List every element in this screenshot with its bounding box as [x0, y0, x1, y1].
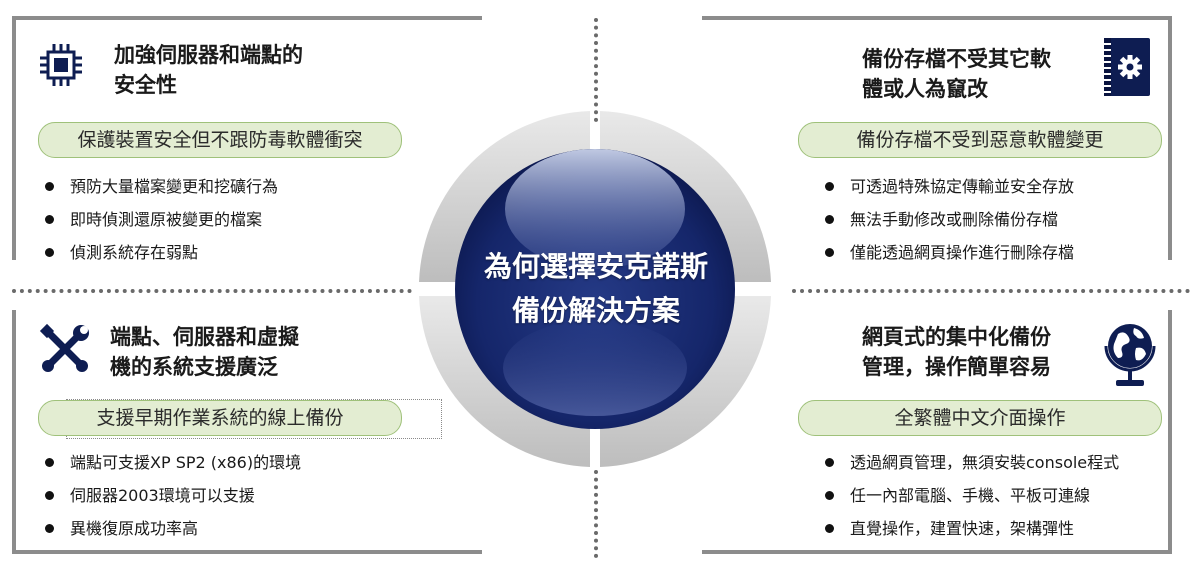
list-item: 即時偵測還原被變更的檔案: [40, 203, 278, 236]
center-title-line1: 為何選擇安克諾斯: [483, 250, 708, 283]
list-item: 異機復原成功率高: [40, 512, 301, 545]
list-item: 伺服器2003環境可以支援: [40, 479, 301, 512]
top-left-title-line1: 加強伺服器和端點的: [114, 43, 303, 67]
divider-top: [594, 18, 598, 122]
center-graphic: [419, 111, 771, 467]
bottom-right-pill: 全繁體中文介面操作: [798, 400, 1162, 436]
book-gear-icon: [1104, 38, 1150, 96]
frame-left-bottom: [12, 310, 16, 554]
center-title-line2: 備份解決方案: [511, 294, 680, 327]
wrench-screwdriver-icon: [39, 323, 89, 372]
bottom-right-title-line2: 管理，操作簡單容易: [862, 355, 1051, 379]
divider-right: [792, 289, 1190, 293]
frame-bottom-left: [12, 550, 482, 554]
globe-icon: [1104, 324, 1156, 386]
bottom-left-title-line1: 端點、伺服器和虛擬: [110, 325, 299, 349]
top-left-bullets: 預防大量檔案變更和挖礦行為 即時偵測還原被變更的檔案 偵測系統存在弱點: [40, 170, 278, 269]
frame-left-top: [12, 16, 16, 260]
frame-top-right: [702, 16, 1172, 20]
bottom-left-title-line2: 機的系統支援廣泛: [110, 355, 278, 379]
divider-left: [12, 289, 412, 293]
frame-right-top: [1168, 16, 1172, 260]
list-item: 偵測系統存在弱點: [40, 236, 278, 269]
bottom-left-pill: 支援早期作業系統的線上備份: [38, 400, 402, 436]
list-item: 無法手動修改或刪除備份存檔: [820, 203, 1074, 236]
divider-bottom: [594, 470, 598, 558]
frame-right-bottom: [1168, 310, 1172, 554]
frame-top-left: [12, 16, 482, 20]
bottom-left-title: 端點、伺服器和虛擬 機的系統支援廣泛: [110, 322, 299, 382]
top-right-pill: 備份存檔不受到惡意軟體變更: [798, 122, 1162, 158]
list-item: 可透過特殊協定傳輸並安全存放: [820, 170, 1074, 203]
bottom-right-bullets: 透過網頁管理，無須安裝console程式 任一內部電腦、手機、平板可連線 直覺操…: [820, 446, 1119, 545]
bottom-left-bullets: 端點可支援XP SP2 (x86)的環境 伺服器2003環境可以支援 異機復原成…: [40, 446, 301, 545]
top-right-bullets: 可透過特殊協定傳輸並安全存放 無法手動修改或刪除備份存檔 僅能透過網頁操作進行刪…: [820, 170, 1074, 269]
list-item: 任一內部電腦、手機、平板可連線: [820, 479, 1119, 512]
list-item: 透過網頁管理，無須安裝console程式: [820, 446, 1119, 479]
top-right-title: 備份存檔不受其它軟 體或人為竄改: [862, 44, 1051, 104]
top-left-title: 加強伺服器和端點的 安全性: [114, 40, 303, 100]
gloss-top: [505, 149, 685, 269]
list-item: 預防大量檔案變更和挖礦行為: [40, 170, 278, 203]
bottom-right-title: 網頁式的集中化備份 管理，操作簡單容易: [862, 322, 1051, 382]
list-item: 直覺操作，建置快速，架構彈性: [820, 512, 1119, 545]
top-right-title-line2: 體或人為竄改: [862, 77, 988, 101]
top-left-title-line2: 安全性: [114, 73, 177, 97]
top-right-title-line1: 備份存檔不受其它軟: [862, 47, 1051, 71]
cpu-chip-icon: [40, 44, 82, 86]
bottom-right-title-line1: 網頁式的集中化備份: [862, 325, 1051, 349]
list-item: 端點可支援XP SP2 (x86)的環境: [40, 446, 301, 479]
top-left-pill: 保護裝置安全但不跟防毒軟體衝突: [38, 122, 402, 158]
center-title: 為何選擇安克諾斯 備份解決方案: [430, 245, 762, 333]
gloss-bottom: [503, 320, 687, 416]
frame-bottom-right: [702, 550, 1172, 554]
list-item: 僅能透過網頁操作進行刪除存檔: [820, 236, 1074, 269]
